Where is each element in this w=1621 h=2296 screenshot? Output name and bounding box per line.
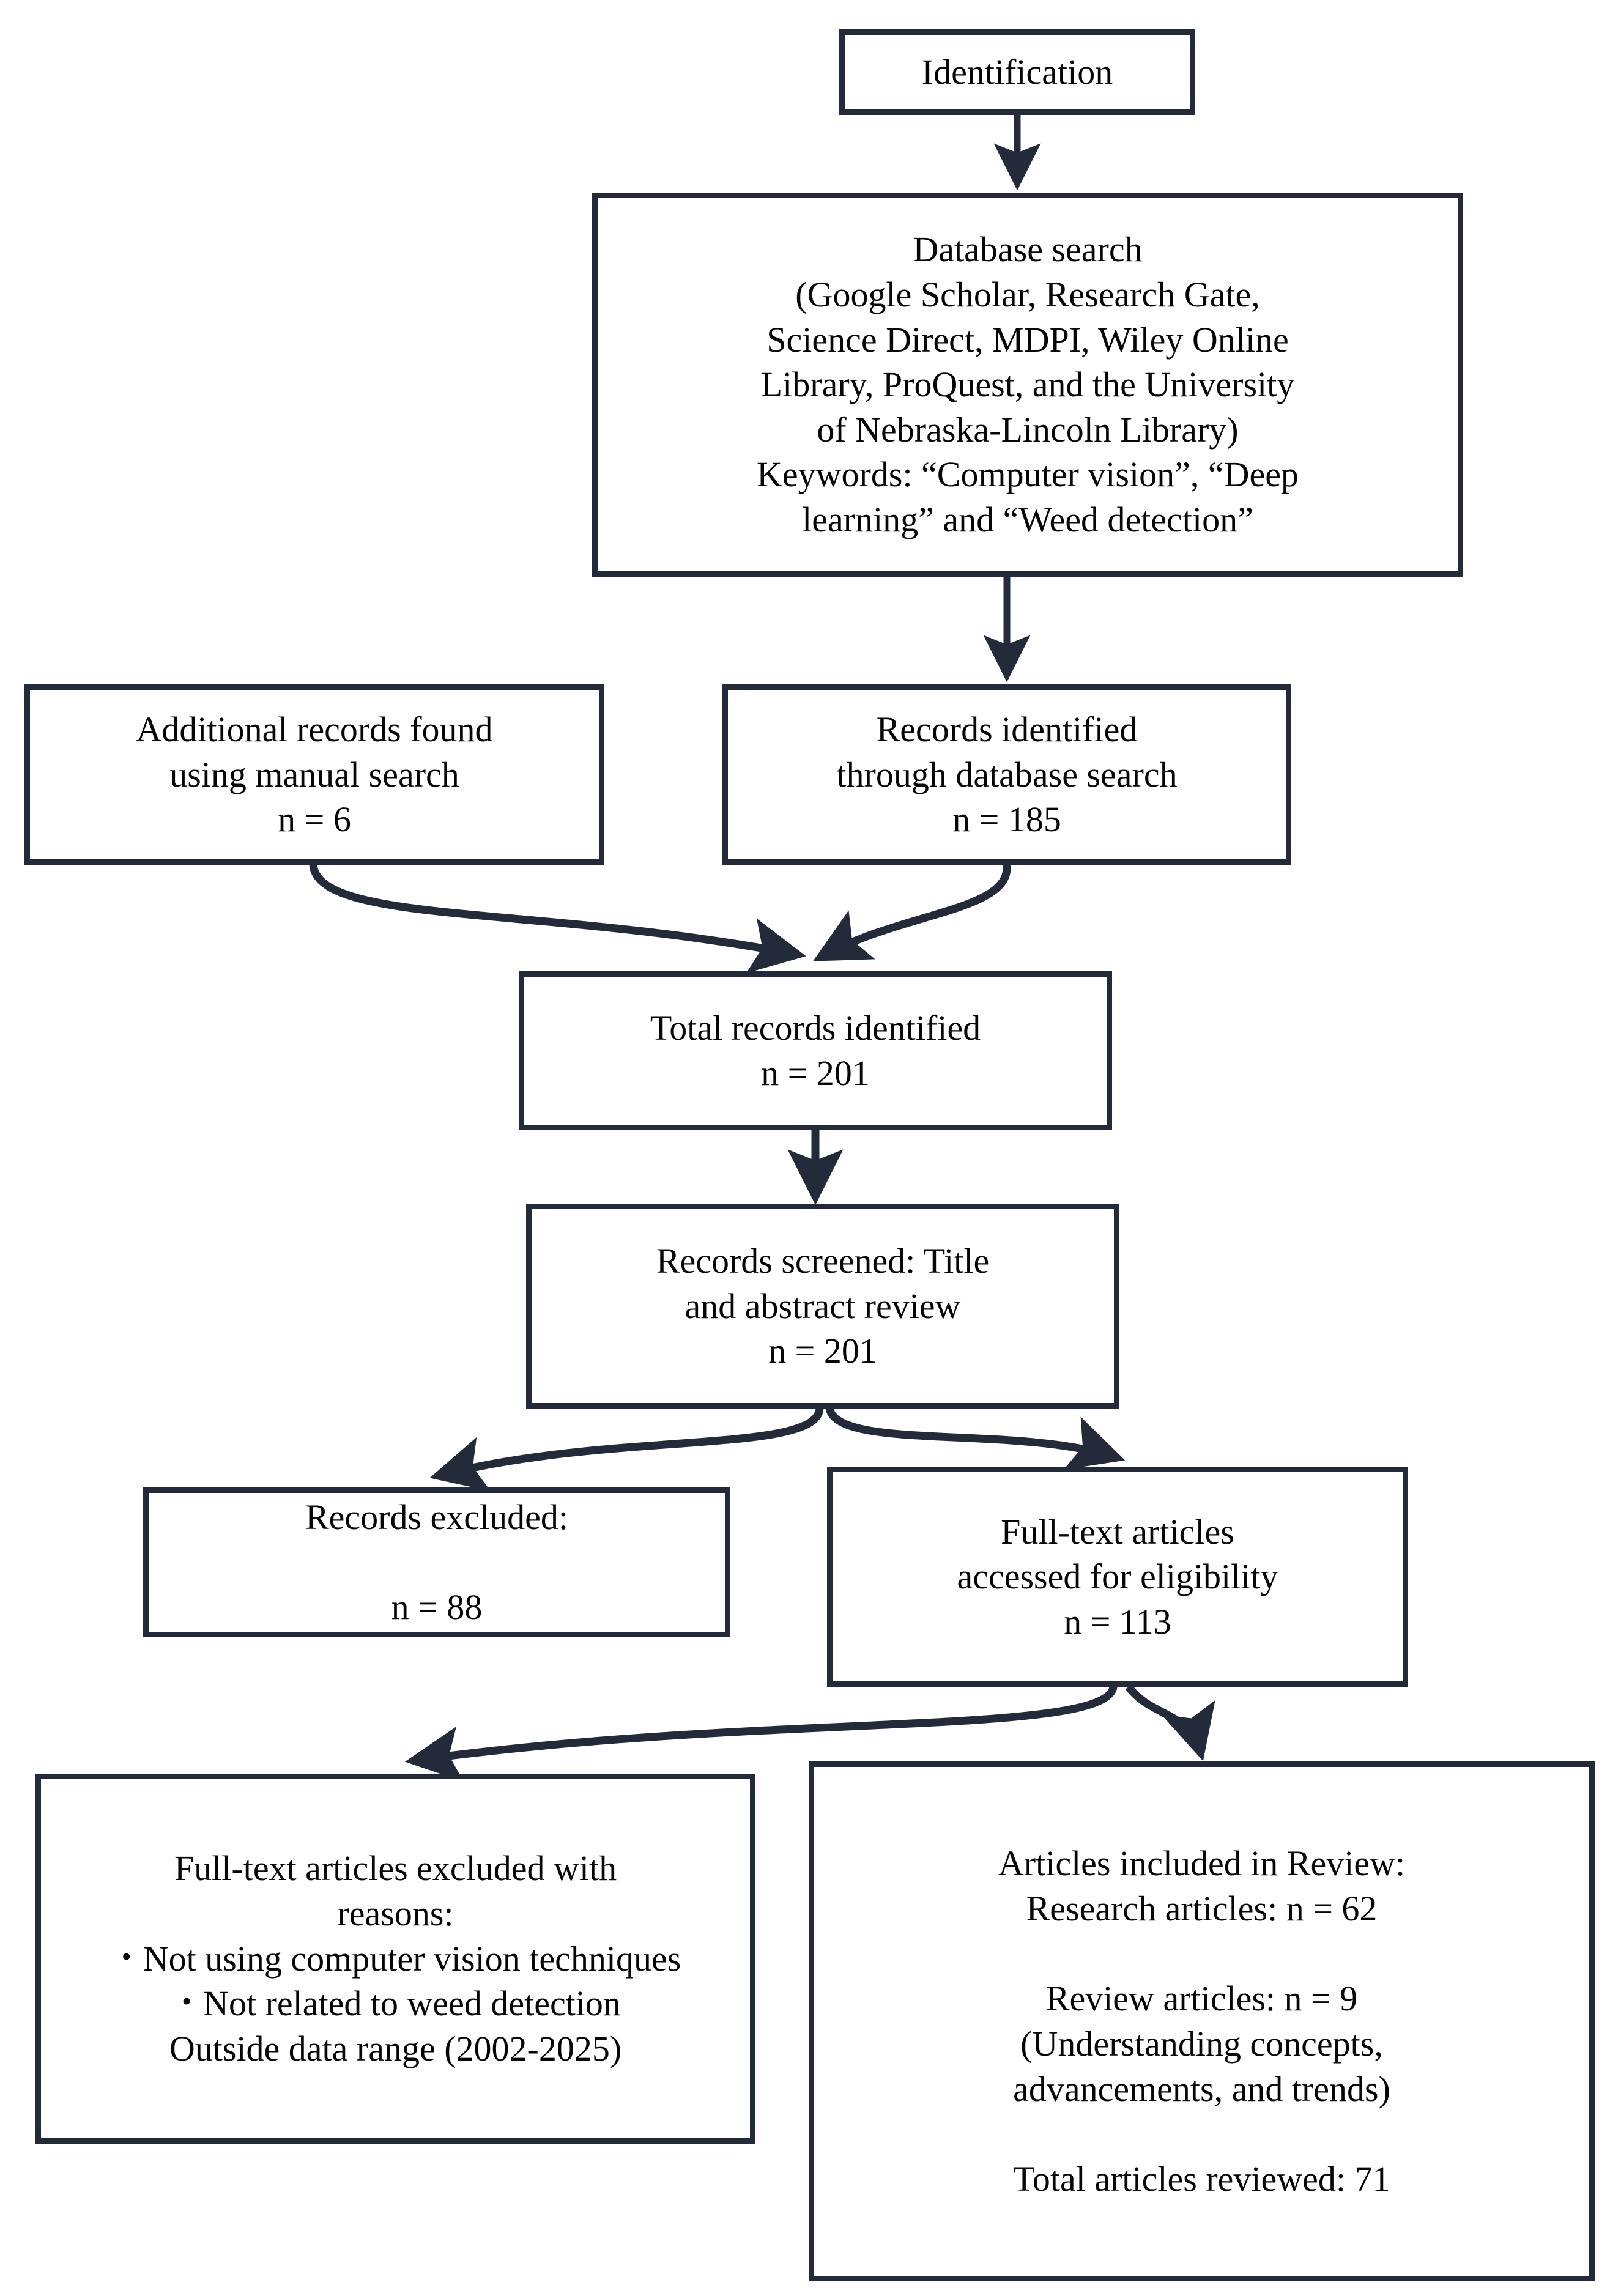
node-additional-records-count: n = 6 — [278, 799, 351, 840]
bullet-icon: • — [121, 1940, 132, 1972]
connector-fulltext-to-excluded-reasons — [404, 1686, 1118, 1782]
connector-additional-to-total — [309, 864, 806, 974]
node-records-excluded-line-0: Records excluded: — [305, 1497, 568, 1538]
node-records-screened-line-1: and abstract review — [684, 1286, 961, 1326]
node-records-excluded: Records excluded: n = 88 — [143, 1487, 730, 1637]
node-database-search-line-6: learning” and “Weed detection” — [802, 500, 1253, 540]
connector-fulltext-to-included — [1125, 1684, 1215, 1761]
node-articles-included-review: Review articles: n = 9 — [1045, 1979, 1358, 2019]
node-total-records-line-0: Total records identified — [650, 1008, 981, 1048]
node-database-search-line-1: (Google Scholar, Research Gate, — [795, 274, 1260, 314]
node-fulltext-excluded-bullet-0: Not using computer vision techniques — [143, 1938, 681, 1979]
node-articles-included-research: Research articles: n = 62 — [1026, 1889, 1378, 1929]
node-fulltext-excluded-heading-1: reasons: — [337, 1894, 454, 1934]
node-database-search-line-2: Science Direct, MDPI, Wiley Online — [766, 319, 1289, 360]
node-records-screened-line-0: Records screened: Title — [656, 1241, 990, 1281]
node-total-records-count: n = 201 — [761, 1053, 870, 1093]
node-fulltext-assessed-line-1: accessed for eligibility — [957, 1557, 1278, 1597]
node-fulltext-excluded-bullet-1: Not related to weed detection — [203, 1983, 621, 2024]
node-database-search-line-3: Library, ProQuest, and the University — [760, 365, 1295, 405]
node-database-search-line-0: Database search — [913, 229, 1143, 270]
node-articles-included-total: Total articles reviewed: 71 — [1013, 2158, 1390, 2199]
node-database-search-line-5: Keywords: “Computer vision”, “Deep — [757, 454, 1299, 495]
connector-screened-to-excluded — [429, 1407, 824, 1491]
connector-dbrecords-to-total — [812, 864, 1011, 961]
node-additional-records-line-0: Additional records found — [136, 709, 493, 750]
node-database-records-line-0: Records identified — [876, 709, 1138, 750]
node-records-screened-count: n = 201 — [768, 1331, 877, 1371]
node-fulltext-assessed: Full-text articles accessed for eligibil… — [827, 1467, 1408, 1687]
node-database-records-line-1: through database search — [836, 754, 1178, 794]
node-total-records: Total records identified n = 201 — [519, 971, 1112, 1130]
node-identification: Identification — [839, 29, 1195, 115]
list-item: • Not using computer vision techniques — [41, 1936, 750, 1982]
node-additional-records-line-1: using manual search — [169, 754, 459, 794]
node-database-records-count: n = 185 — [952, 799, 1061, 840]
node-database-search-line-4: of Nebraska-Lincoln Library) — [817, 409, 1239, 450]
bullet-icon: • — [182, 1985, 192, 2017]
node-database-records: Records identified through database sear… — [722, 684, 1291, 865]
node-additional-records: Additional records found using manual se… — [24, 684, 604, 865]
node-database-search: Database search (Google Scholar, Researc… — [592, 193, 1463, 577]
node-identification-line-0: Identification — [921, 52, 1113, 92]
node-fulltext-excluded-heading-0: Full-text articles excluded with — [174, 1848, 617, 1889]
node-fulltext-excluded-trailing-0: Outside data range (2002-2025) — [169, 2028, 622, 2068]
node-fulltext-assessed-count: n = 113 — [1064, 1601, 1171, 1642]
node-articles-included-line-5: advancements, and trends) — [1013, 2068, 1390, 2109]
node-articles-included-line-0: Articles included in Review: — [998, 1843, 1406, 1884]
node-fulltext-assessed-line-0: Full-text articles — [1001, 1511, 1234, 1552]
connector-screened-to-fulltext — [825, 1407, 1126, 1470]
list-item: • Not related to weed detection — [41, 1981, 750, 2026]
node-fulltext-excluded: Full-text articles excluded with reasons… — [35, 1774, 755, 2144]
node-records-screened: Records screened: Title and abstract rev… — [526, 1204, 1119, 1409]
node-articles-included-line-4: (Understanding concepts, — [1020, 2024, 1383, 2064]
node-records-excluded-count: n = 88 — [391, 1587, 483, 1628]
node-articles-included: Articles included in Review: Research ar… — [809, 1761, 1595, 2281]
